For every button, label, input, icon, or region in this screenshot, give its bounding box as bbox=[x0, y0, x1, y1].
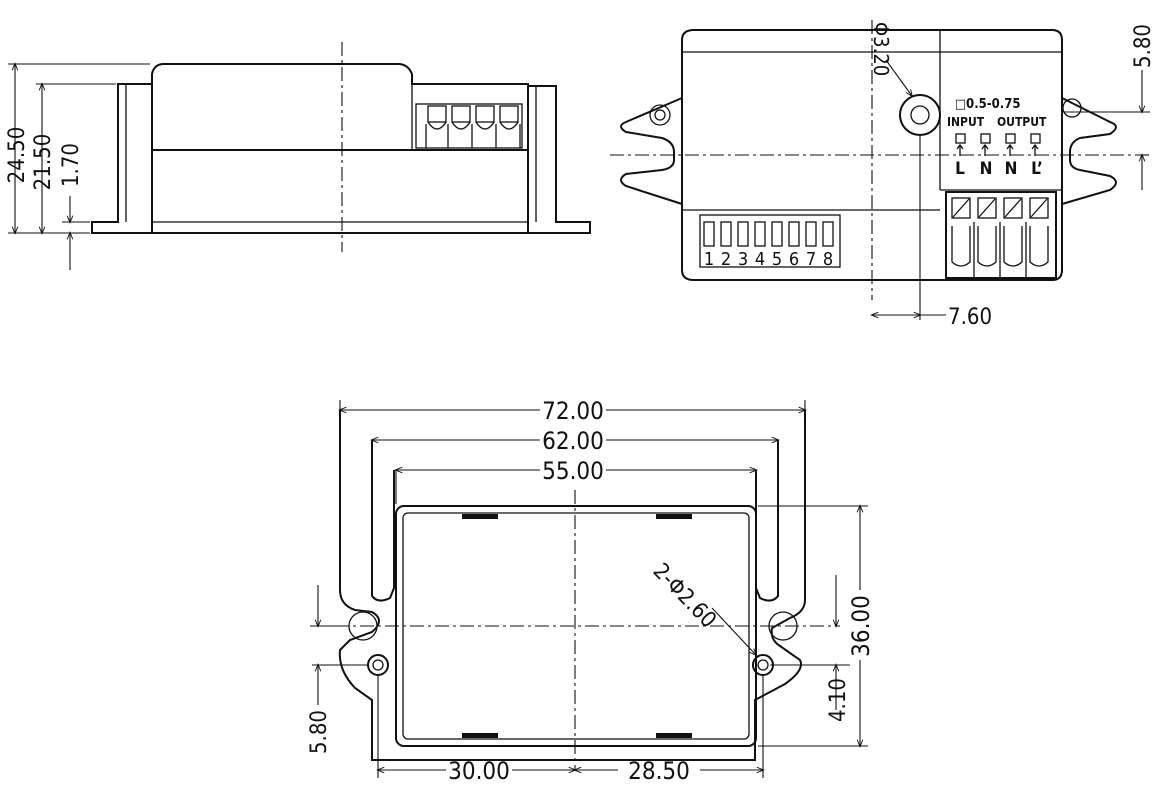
terminal-screw bbox=[1003, 197, 1023, 219]
leader-mount-holes bbox=[711, 607, 758, 657]
top-mount-hole-left bbox=[649, 104, 671, 126]
dim-tab-offset: 5.80 bbox=[1131, 24, 1156, 68]
terminal-slot bbox=[427, 105, 447, 123]
terminal-screw bbox=[951, 197, 971, 219]
dim-mount-holes: 2-Φ2.60 bbox=[648, 559, 721, 633]
leader-hole-dia bbox=[885, 59, 914, 98]
dip-number: 7 bbox=[806, 249, 816, 270]
dip-lever bbox=[822, 221, 834, 247]
wire-arrows bbox=[956, 143, 1039, 156]
dip-number: 4 bbox=[755, 249, 765, 270]
terminal-slot bbox=[451, 105, 471, 123]
dim-body-height: 21.50 bbox=[31, 134, 56, 191]
wire-box bbox=[1030, 133, 1041, 144]
wiring-labels: □0.5-0.75 INPUT OUTPUT L N N L’ bbox=[947, 97, 1047, 179]
wire-box bbox=[955, 133, 966, 144]
input-label: INPUT bbox=[947, 115, 985, 129]
bottom-tab-outline bbox=[371, 440, 779, 602]
terminal-label-n: N bbox=[980, 159, 993, 179]
dip-number: 2 bbox=[721, 249, 731, 270]
dip-number: 5 bbox=[772, 249, 782, 270]
terminal-housing bbox=[945, 191, 1057, 279]
terminal-screw-slots bbox=[952, 198, 1048, 218]
bottom-clip bbox=[656, 733, 692, 738]
top-dimensions: Φ3.20 5.80 7.60 bbox=[869, 22, 1156, 330]
dim-hole-offset: 7.60 bbox=[948, 305, 992, 330]
dim-overall-width: 72.00 bbox=[542, 397, 604, 425]
bottom-view: 72.00 62.00 55.00 2-Φ2.60 36.00 4.10 5 bbox=[307, 397, 875, 785]
terminal-slot bbox=[475, 105, 495, 123]
dip-lever bbox=[703, 221, 715, 247]
top-view: 1 2 3 4 5 6 7 8 □0.5-0.75 INPUT OUTPUT L… bbox=[610, 20, 1156, 330]
side-body-outline bbox=[91, 63, 591, 234]
terminal-label-n: N bbox=[1005, 159, 1018, 179]
terminal-dividers bbox=[973, 222, 1027, 278]
terminal-openings bbox=[951, 226, 1049, 267]
terminal-label-l: L bbox=[955, 159, 965, 179]
top-flange-outline bbox=[620, 97, 1117, 205]
bottom-mount-hole-left bbox=[367, 654, 389, 676]
dip-lever bbox=[788, 221, 800, 247]
dip-lever bbox=[771, 221, 783, 247]
dip-number: 8 bbox=[823, 249, 833, 270]
dip-switch-housing bbox=[699, 214, 841, 268]
dip-number: 6 bbox=[789, 249, 799, 270]
terminal-housing bbox=[415, 103, 523, 149]
side-view: 24.50 21.50 1.70 bbox=[5, 42, 591, 270]
dip-lever bbox=[805, 221, 817, 247]
dim-hole-left: 30.00 bbox=[448, 757, 510, 783]
top-terminal-block bbox=[945, 191, 1057, 279]
dip-number: 3 bbox=[738, 249, 748, 270]
side-terminal-block bbox=[415, 103, 523, 149]
bottom-outer-outline bbox=[338, 410, 806, 761]
bottom-clip bbox=[462, 514, 498, 519]
terminal-screws bbox=[427, 121, 519, 130]
top-body-outline bbox=[681, 29, 1063, 281]
terminal-screw bbox=[977, 197, 997, 219]
dip-lever bbox=[754, 221, 766, 247]
side-dimensions: 24.50 21.50 1.70 bbox=[5, 62, 150, 270]
dip-lever bbox=[737, 221, 749, 247]
dim-hole-dia: Φ3.20 bbox=[869, 22, 893, 76]
top-mount-hole-right bbox=[1062, 98, 1082, 118]
wire-box bbox=[1005, 133, 1016, 144]
dim-hole-right: 28.50 bbox=[628, 757, 690, 783]
dip-switch: 1 2 3 4 5 6 7 8 bbox=[699, 214, 841, 270]
output-label: OUTPUT bbox=[997, 115, 1047, 129]
bottom-clip bbox=[462, 733, 498, 738]
dim-tab-width: 62.00 bbox=[542, 427, 604, 455]
dim-height: 36.00 bbox=[847, 595, 875, 657]
dim-body-width: 55.00 bbox=[542, 457, 604, 485]
terminal-dividers bbox=[425, 124, 521, 148]
dim-left-offset: 5.80 bbox=[307, 710, 332, 754]
dim-flange: 1.70 bbox=[59, 143, 84, 187]
dim-hole-height: 4.10 bbox=[826, 678, 851, 722]
bottom-clip bbox=[656, 514, 692, 519]
dip-number: 1 bbox=[704, 249, 714, 270]
top-mount-hole-left-inner bbox=[654, 109, 666, 121]
bottom-mount-hole-left-inner bbox=[372, 659, 384, 671]
terminal-slot bbox=[499, 105, 519, 123]
top-lens-outer bbox=[899, 94, 941, 136]
top-lens-inner bbox=[910, 105, 930, 125]
dim-overall-height: 24.50 bbox=[5, 127, 30, 184]
bottom-mount-hole-right-inner bbox=[757, 659, 769, 671]
wire-spec-label: □0.5-0.75 bbox=[955, 97, 1020, 112]
wire-box bbox=[980, 133, 991, 144]
dip-lever bbox=[720, 221, 732, 247]
terminal-screw bbox=[1029, 197, 1049, 219]
terminal-label-l-prime: L’ bbox=[1031, 159, 1043, 179]
